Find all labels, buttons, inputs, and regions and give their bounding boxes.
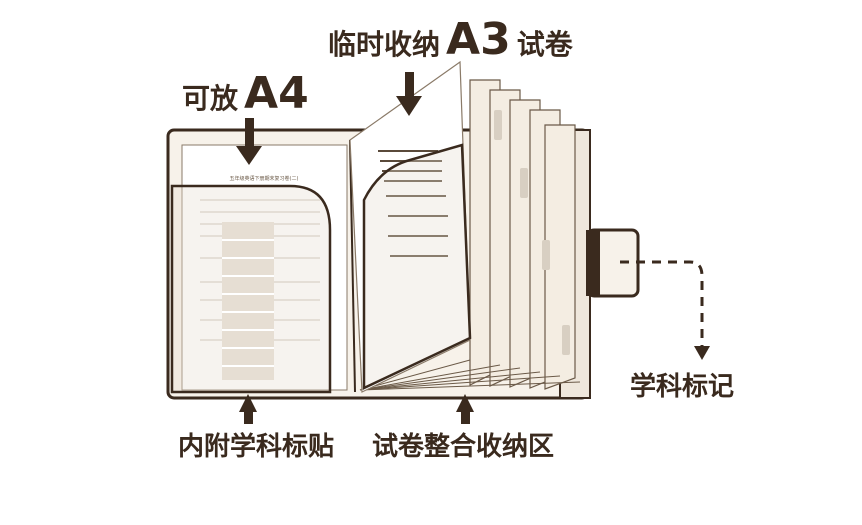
label-integrated-storage: 试卷整合收纳区	[372, 432, 555, 462]
subject-sticker-strip	[222, 222, 274, 380]
paper-title: 五年级英语下册期末复习卷(二)	[230, 175, 299, 182]
divider-tabs	[494, 110, 570, 355]
snap-band	[586, 230, 600, 296]
folder-spine	[349, 139, 356, 393]
arrow-a4	[236, 118, 262, 165]
label-a3-big: A3	[446, 14, 511, 65]
label-a3-suffix: 试卷	[516, 28, 573, 61]
arrow-subject-mark	[620, 260, 704, 348]
accordion-fan-lines	[359, 359, 581, 391]
label-a4-big: A4	[244, 68, 309, 119]
label-subject-mark: 学科标记	[630, 372, 735, 402]
label-a4-prefix: 可放	[182, 82, 239, 115]
a3-paper	[349, 60, 471, 393]
arrow-storage	[456, 394, 474, 424]
label-a3-prefix: 临时收纳	[328, 28, 441, 61]
arrow-a3	[396, 72, 422, 116]
sticker-cells	[222, 239, 274, 367]
arrow-subject-mark-head	[694, 346, 710, 360]
right-clear-pocket	[362, 143, 472, 390]
accordion-dividers	[469, 79, 576, 390]
label-subject-sticker: 内附学科标贴	[178, 432, 335, 462]
arrow-sticker	[239, 394, 257, 424]
